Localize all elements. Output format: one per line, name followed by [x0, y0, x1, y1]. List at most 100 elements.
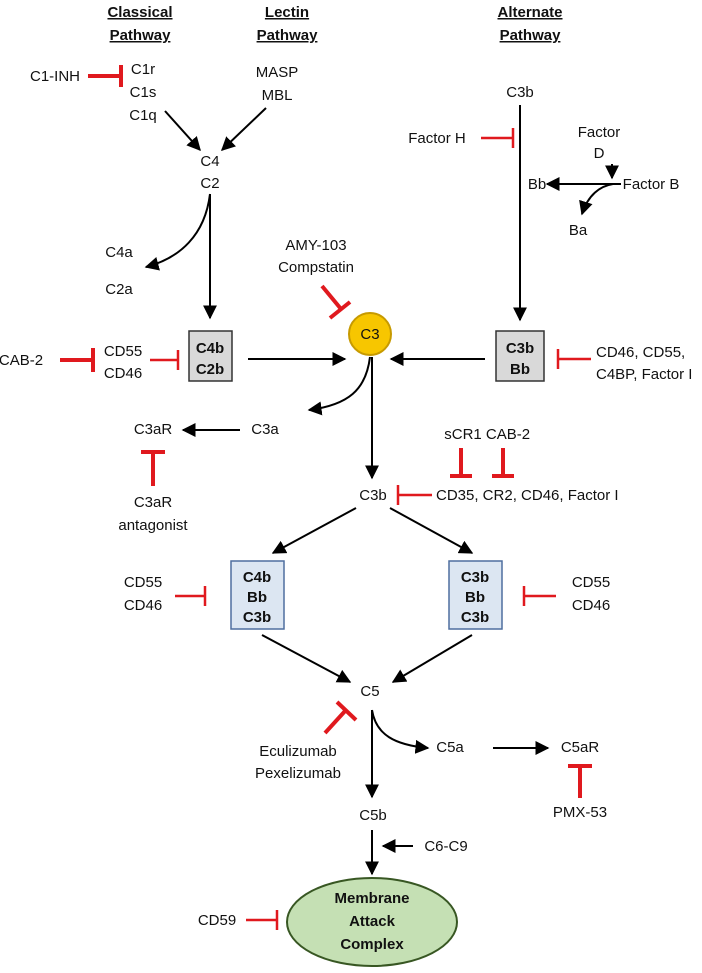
svg-text:Bb: Bb [247, 589, 267, 606]
label-c5a: C5a [436, 739, 464, 756]
inhibitor-cd55-cd46-r2 [522, 586, 556, 606]
label-cd46-cd55: CD46, CD55, [596, 344, 685, 361]
inhibitor-scr1 [450, 448, 472, 478]
svg-text:Pathway: Pathway [500, 27, 562, 44]
label-cd55-r2: CD55 [572, 574, 610, 591]
label-c2: C2 [200, 175, 219, 192]
svg-text:Pathway: Pathway [257, 27, 319, 44]
header-lectin: Lectin Pathway [257, 4, 319, 44]
label-pexelizumab: Pexelizumab [255, 765, 341, 782]
inhibitor-cd55-cd46-left [150, 350, 180, 370]
label-c3a: C3a [251, 421, 279, 438]
inhibitor-compstatin [320, 284, 352, 320]
label-cab2-left: CAB-2 [0, 352, 43, 369]
arrow-c3b-to-left-c5conv [271, 507, 357, 554]
arrow-right-c5conv-to-c5 [391, 634, 473, 683]
label-c5b: C5b [359, 807, 387, 824]
arrow-c3b-to-right-c5conv [389, 507, 474, 554]
node-c4b-bb-c3b: C4b Bb C3b [230, 560, 285, 630]
inhibitor-eculizumab [323, 700, 358, 735]
label-cd59: CD59 [198, 912, 236, 929]
label-c5: C5 [360, 683, 379, 700]
svg-text:C3b: C3b [506, 340, 534, 357]
label-cd55-l2: CD55 [124, 574, 162, 591]
label-c3b-alt: C3b [506, 84, 534, 101]
inhibitor-factor-h [481, 128, 515, 148]
label-compstatin: Compstatin [278, 259, 354, 276]
inhibitor-cd35-group [396, 485, 432, 505]
svg-text:Bb: Bb [510, 361, 530, 378]
label-cd46-r2: CD46 [572, 597, 610, 614]
arrow-masp-to-c4 [220, 107, 267, 151]
svg-text:C4b: C4b [196, 340, 224, 357]
inhibitor-cd55-cd46-l2 [175, 586, 207, 606]
label-scr1: sCR1 [444, 426, 482, 443]
svg-text:Lectin: Lectin [265, 4, 309, 21]
inhibitor-cab2-mid [492, 448, 514, 478]
inhibitor-c1inh [88, 65, 123, 87]
svg-text:C2b: C2b [196, 361, 224, 378]
inhibitor-cab2-left [60, 348, 95, 372]
arrow-c2-to-c4a [144, 193, 211, 271]
svg-text:C3b: C3b [243, 609, 271, 626]
label-pmx53: PMX-53 [553, 804, 607, 821]
label-cd46-left: CD46 [104, 365, 142, 382]
label-c1s: C1s [130, 84, 157, 101]
label-bb: Bb [528, 176, 546, 193]
arrow-factor-b-to-ba [579, 183, 614, 216]
label-factor-d-2: D [594, 145, 605, 162]
label-c3ar: C3aR [134, 421, 173, 438]
svg-text:Complex: Complex [340, 936, 404, 953]
inhibitor-c3ar-antagonist [141, 450, 165, 486]
label-cd35-cr2-cd46-factor-i: CD35, CR2, CD46, Factor I [436, 487, 619, 504]
node-membrane-attack-complex: Membrane Attack Complex [286, 877, 458, 967]
inhibitor-cd59 [246, 910, 279, 930]
label-cd46-l2: CD46 [124, 597, 162, 614]
label-factor-h: Factor H [408, 130, 466, 147]
label-amy103: AMY-103 [285, 237, 346, 254]
label-cab2-mid: CAB-2 [486, 426, 530, 443]
label-c4: C4 [200, 153, 219, 170]
label-cd55-left: CD55 [104, 343, 142, 360]
arrow-c1-to-c4 [164, 110, 201, 152]
label-mbl: MBL [262, 87, 293, 104]
label-c5ar: C5aR [561, 739, 600, 756]
label-c4bp-factor-i: C4BP, Factor I [596, 366, 692, 383]
node-c3: C3 [348, 312, 392, 356]
svg-text:Bb: Bb [465, 589, 485, 606]
label-c6-c9: C6-C9 [424, 838, 467, 855]
label-ba: Ba [569, 222, 588, 239]
label-c3b-mid: C3b [359, 487, 387, 504]
svg-text:Alternate: Alternate [497, 4, 562, 21]
svg-text:Classical: Classical [107, 4, 172, 21]
node-c3b-bb-c3b: C3b Bb C3b [448, 560, 503, 630]
header-classical: Classical Pathway [107, 4, 172, 44]
svg-text:C3b: C3b [461, 609, 489, 626]
arrow-c5-to-c5a [371, 709, 430, 754]
inhibitor-right-regulators [556, 349, 591, 369]
svg-text:C3b: C3b [461, 569, 489, 586]
label-eculizumab: Eculizumab [259, 743, 337, 760]
node-c3b-bb: C3b Bb [495, 330, 545, 382]
label-c3ar-antagonist-1: C3aR [134, 494, 173, 511]
inhibitor-pmx53 [568, 764, 592, 798]
label-c1q: C1q [129, 107, 157, 124]
svg-text:C3: C3 [360, 326, 379, 343]
arrow-left-c5conv-to-c5 [261, 634, 352, 683]
label-c1-inh: C1-INH [30, 68, 80, 85]
svg-text:Pathway: Pathway [110, 27, 172, 44]
svg-text:Membrane: Membrane [334, 890, 409, 907]
arrow-c3-to-c3a [307, 356, 371, 416]
label-c2a: C2a [105, 281, 133, 298]
label-c1r: C1r [131, 61, 155, 78]
label-c4a: C4a [105, 244, 133, 261]
svg-text:C4b: C4b [243, 569, 271, 586]
label-factor-d-1: Factor [578, 124, 621, 141]
label-masp: MASP [256, 64, 299, 81]
label-factor-b: Factor B [623, 176, 680, 193]
svg-text:Attack: Attack [349, 913, 396, 930]
node-c4b-c2b: C4b C2b [188, 330, 233, 382]
header-alternate: Alternate Pathway [497, 4, 562, 44]
